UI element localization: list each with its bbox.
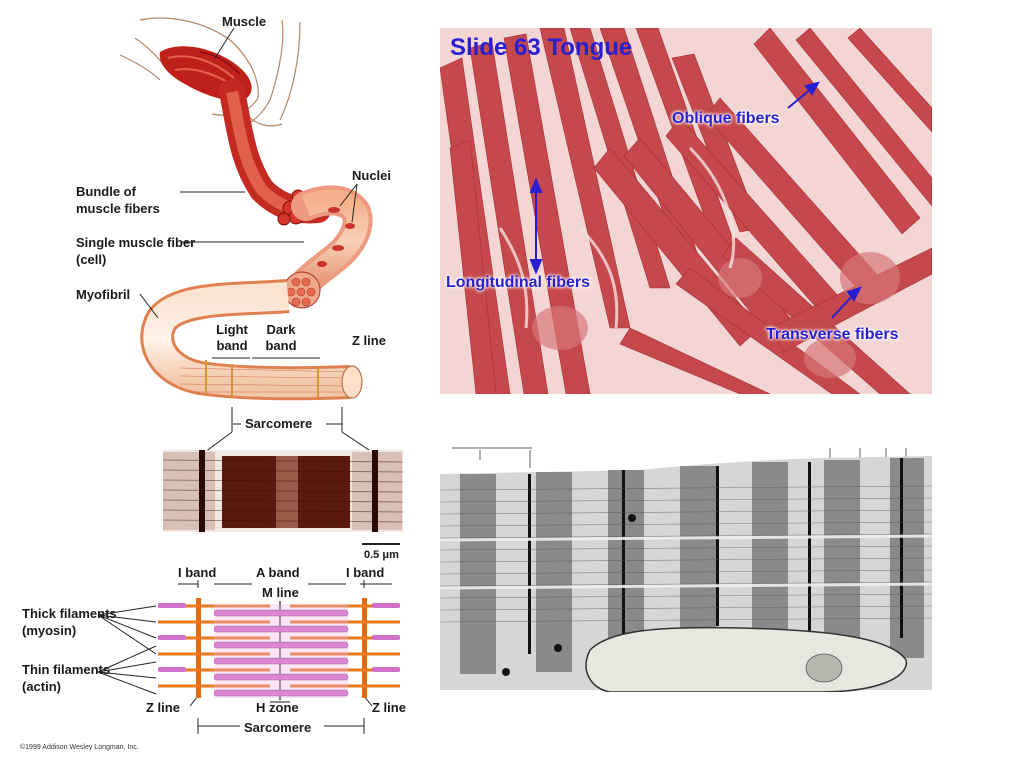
label-h-zone: H zone [256,700,299,716]
sarcomere-schematic [98,580,400,734]
label-m-line: M line [262,585,299,601]
label-dark-band-line1: Dark [261,322,301,338]
label-z-line-top: Z line [352,333,386,349]
sarcomere-micrograph [163,450,403,532]
label-oblique-fibers: Oblique fibers [672,110,780,128]
label-single-fiber-line1: Single muscle fiber [76,235,195,251]
label-a-band: A band [256,565,300,581]
tongue-slide-title: Slide 63 Tongue [450,34,632,62]
label-transverse-fibers: Transverse fibers [766,326,899,344]
label-dark-band-line2: band [261,338,301,354]
label-z-line-left: Z line [146,700,180,716]
label-thin-filaments-line2: (actin) [22,679,61,695]
label-i-band-left: I band [178,565,216,581]
label-bundle-line1: Bundle of [76,184,136,200]
label-z-line-right: Z line [372,700,406,716]
label-i-band-right: I band [346,565,384,581]
muscle-structure-diagram [0,0,430,760]
label-thick-filaments-line1: Thick filaments [22,606,117,622]
label-single-fiber-line2: (cell) [76,252,106,268]
tongue-slide: Slide 63 Tongue Oblique fibers Longitudi… [440,28,932,394]
label-muscle: Muscle [222,14,266,30]
label-sarcomere-top: Sarcomere [245,416,312,432]
electron-micrograph [440,440,932,692]
label-light-band-line1: Light [212,322,252,338]
label-nuclei: Nuclei [352,168,391,184]
electron-micrograph-drawing [440,440,932,692]
label-thick-filaments-line2: (myosin) [22,623,76,639]
label-thin-filaments-line1: Thin filaments [22,662,110,678]
label-sarcomere-bottom: Sarcomere [244,720,311,736]
label-myofibril: Myofibril [76,287,130,303]
copyright: ©1999 Addison Wesley Longman, Inc. [20,744,139,751]
label-light-band-line2: band [212,338,252,354]
myofibril-end [284,272,320,308]
label-scale-bar: 0.5 μm [364,547,399,563]
label-longitudinal-fibers: Longitudinal fibers [446,274,590,292]
label-bundle-line2: muscle fibers [76,201,160,217]
